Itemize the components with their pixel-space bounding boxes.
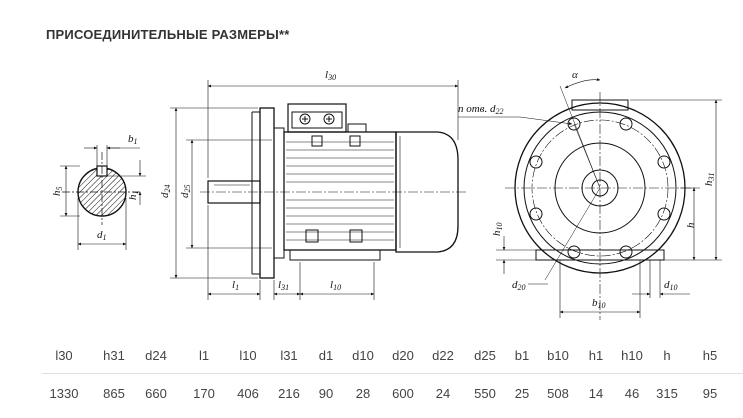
- table-header-cell: d22: [432, 348, 454, 363]
- table-cell: 550: [474, 386, 496, 401]
- table-cell: 600: [392, 386, 414, 401]
- table-header-cell: d20: [392, 348, 414, 363]
- table-cell: 170: [193, 386, 215, 401]
- label-alpha: α: [572, 69, 578, 81]
- label-h: h: [685, 222, 697, 228]
- label-h5: h5: [51, 187, 64, 197]
- table-header-cell: l30: [55, 348, 73, 363]
- table-cell: 14: [588, 386, 604, 401]
- table-cell: 660: [145, 386, 167, 401]
- table-cell: 25: [514, 386, 530, 401]
- motor-dimension-drawing: h5 b1 h1 d1: [51, 69, 722, 320]
- table-header-cell: d1: [318, 348, 334, 363]
- table-divider: [42, 373, 743, 374]
- label-b10: b10: [592, 297, 606, 310]
- table-cell: 216: [278, 386, 300, 401]
- table-cell: 865: [103, 386, 125, 401]
- table-cell: 46: [624, 386, 640, 401]
- table-row: 1330 865 660 170 406 216 90 28 600 24 55…: [0, 386, 743, 406]
- label-h10: h10: [491, 223, 504, 237]
- page-title: ПРИСОЕДИНИТЕЛЬНЫЕ РАЗМЕРЫ**: [46, 27, 290, 42]
- table-cell: 406: [237, 386, 259, 401]
- table-header-cell: h31: [103, 348, 125, 363]
- label-h31: h31: [703, 173, 716, 187]
- table-header-cell: d10: [352, 348, 374, 363]
- table-cell: 90: [318, 386, 334, 401]
- label-d1: d1: [97, 229, 107, 242]
- label-b1: b1: [128, 133, 138, 146]
- label-h1: h1: [127, 191, 140, 201]
- table-header-cell: l10: [239, 348, 257, 363]
- label-d25: d25: [179, 185, 192, 199]
- table-cell: 508: [547, 386, 569, 401]
- label-d10: d10: [664, 279, 678, 292]
- table-header-cell: h1: [588, 348, 604, 363]
- table-header-cell: b1: [514, 348, 530, 363]
- motor-side-view: [170, 80, 466, 300]
- label-l31: l31: [278, 279, 289, 292]
- table-cell: 315: [656, 386, 678, 401]
- table-header-cell: b10: [547, 348, 569, 363]
- label-l1: l1: [232, 279, 239, 292]
- motor-front-view: [458, 78, 722, 320]
- table-header-cell: d24: [145, 348, 167, 363]
- table-cell: 28: [355, 386, 371, 401]
- table-header-row: l30 h31 d24 l1 l10 l31 d1 d10 d20 d22 d2…: [0, 348, 743, 368]
- label-holes: n отв. d22: [458, 103, 503, 116]
- table-cell: 95: [702, 386, 718, 401]
- label-l10: l10: [330, 279, 341, 292]
- label-l30: l30: [325, 69, 336, 82]
- table-header-cell: h5: [702, 348, 718, 363]
- table-header-cell: l1: [198, 348, 210, 363]
- table-header-cell: d25: [474, 348, 496, 363]
- table-header-cell: h10: [621, 348, 643, 363]
- table-header-cell: l31: [280, 348, 298, 363]
- table-header-cell: h: [663, 348, 671, 363]
- table-cell: 24: [435, 386, 451, 401]
- shaft-section-view: [60, 145, 146, 250]
- label-d24: d24: [159, 185, 172, 199]
- table-cell: 1330: [49, 386, 79, 401]
- label-d20: d20: [512, 279, 526, 292]
